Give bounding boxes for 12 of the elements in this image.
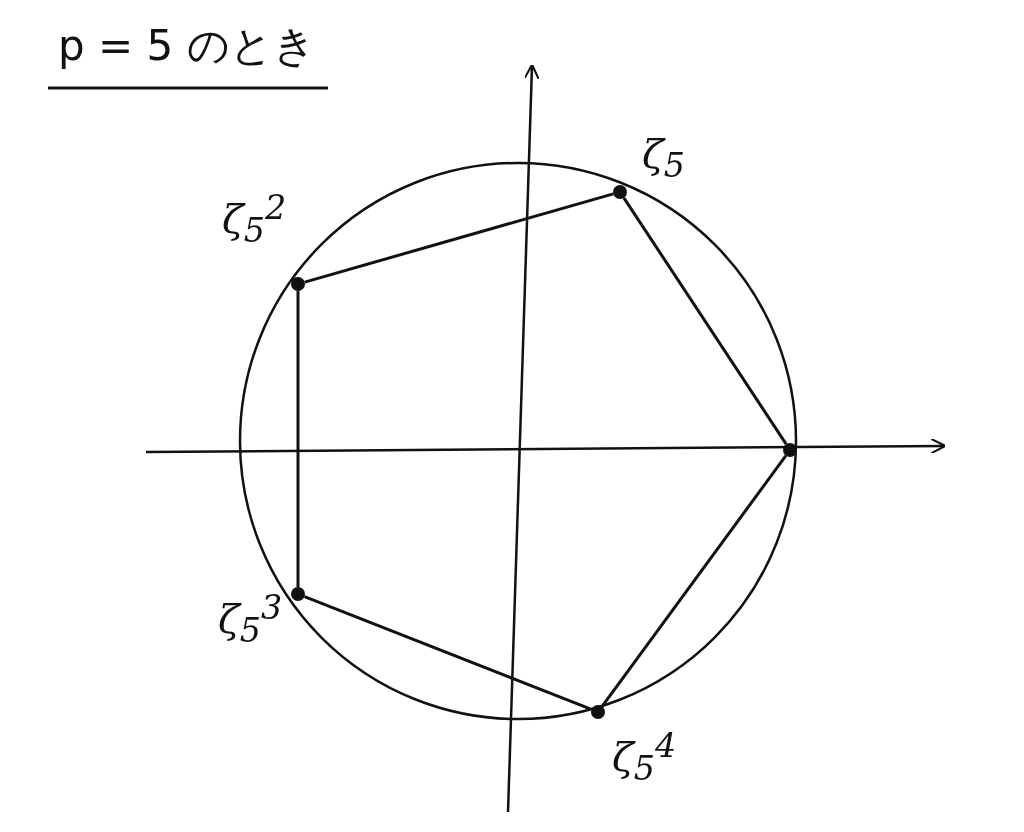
title: p = 5 のとき (58, 20, 316, 72)
root-label: ζ$_{5}$ (642, 132, 685, 185)
polygon-side (304, 192, 614, 284)
polygon-side (600, 454, 788, 708)
point-dot (591, 705, 605, 719)
point-dot (613, 185, 627, 199)
polygon-side (296, 291, 300, 587)
point-dot (291, 587, 305, 601)
point-dot (291, 277, 305, 291)
polygon-side (303, 595, 593, 711)
point-dot (783, 443, 797, 457)
polygon-side (622, 197, 788, 445)
